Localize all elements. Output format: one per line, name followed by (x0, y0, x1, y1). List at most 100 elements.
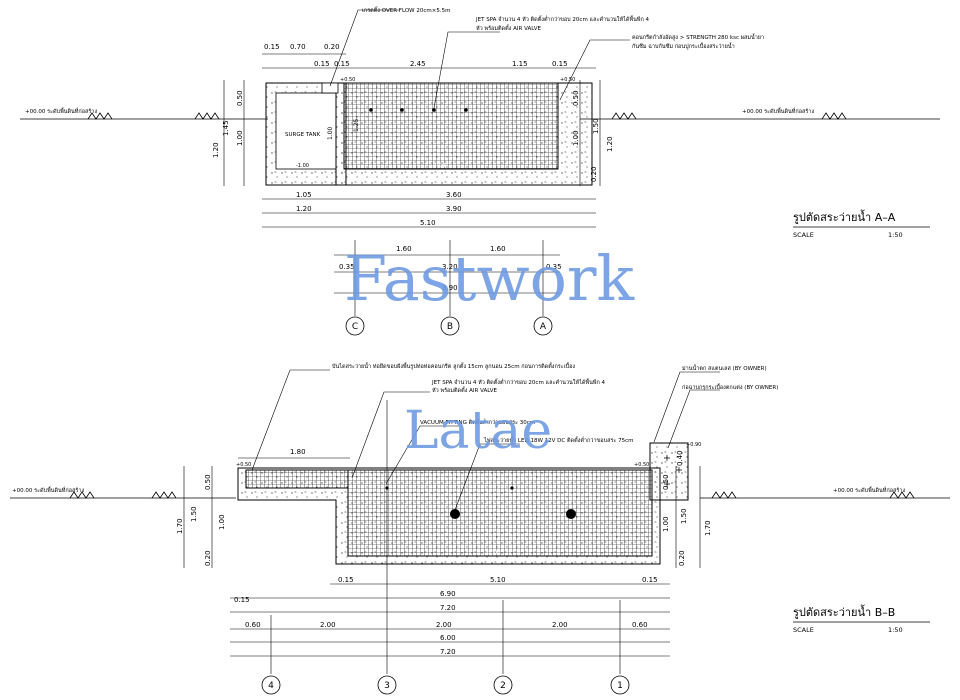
right-dim-chain-bb (675, 466, 701, 568)
dim-top-1: 0.70 (290, 43, 306, 51)
dim-bottom-bb-4: 0.15 (234, 596, 250, 604)
dim-right-0: 0.50 (572, 90, 580, 106)
grid-label-4: 4 (268, 681, 274, 691)
dim-top-2: 0.20 (324, 43, 340, 51)
surge-tank-chamber (275, 92, 337, 170)
dim-grid-4: 0.35 (546, 263, 562, 271)
underwater-lights (450, 509, 576, 519)
note-tile-wall: ก่อฉาบกรุกระเบื้องตกแต่ง (BY OWNER) (682, 383, 778, 391)
grid-label-c: C (352, 322, 358, 332)
dim-span-bb-0: 0.60 (245, 621, 261, 629)
dim-bottom-2: 1.20 (296, 205, 312, 213)
dim-bottom-3: 3.90 (446, 205, 462, 213)
dim-right-3: 1.20 (606, 136, 614, 152)
dim-inner-1: 1.00 (327, 126, 334, 140)
ground-label-right-aa: +00.00 ระดับพื้นดินที่ก่อสร้าง (742, 107, 814, 115)
section-bb: +00.00 ระดับพื้นดินที่ก่อสร้าง +00.00 ระ… (10, 362, 950, 695)
bottom-dim-chain-aa (262, 198, 596, 228)
note-light: ไฟสระว่ายน้ำ LED 18W 12V DC ติดตั้งต่ำกว… (483, 436, 633, 444)
pool-tiles-deep-bb (347, 469, 653, 557)
leaders-bb (251, 369, 720, 511)
dim-top-7: 0.15 (552, 60, 568, 68)
level-right-bb: +0.50 (634, 462, 649, 468)
pool-tiles-bench-bb (245, 469, 349, 489)
dim-span-bb-1: 2.00 (320, 621, 336, 629)
dim-bottom-bb-5: 7.20 (440, 604, 456, 612)
ground-label-left-bb: +00.00 ระดับพื้นดินที่ก่อสร้าง (12, 486, 84, 494)
dim-bottom-4: 5.10 (420, 219, 436, 227)
grid-lines-bb (270, 400, 621, 674)
feature-wall (649, 442, 689, 501)
grid-label-3: 3 (384, 681, 390, 691)
dim-span-bb-4: 0.60 (632, 621, 648, 629)
dim-left-3: 1.20 (212, 142, 220, 158)
dim-top-5: 2.45 (410, 60, 426, 68)
grid-label-a: A (540, 322, 547, 332)
dim-top-bb: 1.80 (290, 448, 306, 456)
dim-span-bb-5: 6.00 (440, 634, 456, 642)
note-fountain: ม่านน้ำตก สแตนเลส (BY OWNER) (682, 364, 767, 372)
dim-right-bb-1: 1.50 (680, 508, 688, 524)
surge-tank-label: SURGE TANK (285, 132, 321, 138)
scale-value-bb: 1:50 (888, 626, 903, 634)
bottom-dim-chain-bb (230, 583, 670, 657)
note-jet-spa-bb-2: หัว พร้อมติดตั้ง AIR VALVE (432, 386, 497, 394)
dim-left-bb-1: 1.50 (190, 506, 198, 522)
dim-grid-3: 3.20 (442, 263, 458, 271)
scale-label-aa: SCALE (793, 231, 814, 239)
dim-top-0: 0.15 (264, 43, 280, 51)
level-bottom-aa: -1.00 (432, 163, 445, 169)
left-dim-chain-bb (183, 466, 213, 568)
level-bottom-bb: -1.00 (484, 550, 497, 556)
dim-right-2: 1.00 (572, 130, 580, 146)
feature-wall-marks (664, 455, 682, 487)
level-top-right-aa: +0.50 (560, 77, 575, 83)
dim-right-1: 1.50 (592, 118, 600, 134)
dim-left-bb-0: 0.50 (204, 474, 212, 490)
dim-left-2: 1.00 (236, 130, 244, 146)
dim-right-bb-3: 1.70 (704, 520, 712, 536)
jet-spa-nozzles-aa (369, 108, 468, 112)
section-aa: +00.00 ระดับพื้นดินที่ก่อสร้าง +00.00 ระ… (20, 6, 940, 336)
grid-label-b: B (447, 322, 453, 332)
title-aa: รูปตัดสระว่ายน้ำ A–A (793, 209, 896, 224)
dim-grid-1: 1.60 (490, 245, 506, 253)
dim-bottom-0: 1.05 (296, 191, 312, 199)
ground-label-left-aa: +00.00 ระดับพื้นดินที่ก่อสร้าง (25, 107, 97, 115)
dim-span-bb-2: 2.00 (436, 621, 452, 629)
grid-label-2: 2 (500, 681, 506, 691)
scale-label-bb: SCALE (793, 626, 814, 634)
dim-top-3: 0.15 (314, 60, 330, 68)
note-bench: บันไดสระว่ายน้ำ ท่อยึดขอบฝังพื้นรูปท่อท่… (332, 362, 575, 370)
dim-bottom-bb-1: 5.10 (490, 576, 506, 584)
dim-right-bb-0: 0.50 (662, 474, 670, 490)
grid-bubbles-aa (345, 316, 553, 336)
dim-grid-0: 1.60 (396, 245, 412, 253)
left-dim-chain-aa (223, 80, 245, 186)
grid-bubbles-bb (261, 675, 630, 695)
dim-left-bb-3: 1.70 (176, 518, 184, 534)
ground-label-right-bb: +00.00 ระดับพื้นดินที่ก่อสร้าง (833, 486, 905, 494)
dim-bottom-1: 3.60 (446, 191, 462, 199)
scale-value-aa: 1:50 (888, 231, 903, 239)
dim-right-4: 0.20 (590, 166, 598, 182)
top-dim-labels-aa: 0.15 0.70 0.20 0.15 0.15 2.45 1.15 0.15 (264, 43, 568, 68)
pool-tiles-aa (343, 82, 559, 170)
top-dim-chain-aa (262, 53, 596, 69)
dim-span-bb-3: 2.00 (552, 621, 568, 629)
grid-dim-chain-aa (334, 240, 560, 316)
dim-bottom-bb-2: 0.15 (642, 576, 658, 584)
dim-left-0: 0.50 (236, 90, 244, 106)
grid-label-1: 1 (617, 681, 623, 691)
dim-grid-5: 3.90 (442, 284, 458, 292)
note-vacuum: VACUUM FITTING ติดตั้งต่ำกว่าขอบสระ 30cm (420, 418, 535, 426)
note-concrete-2: กันซึม ฉาบกันซึม ก่อนปูกระเบื้องสระว่ายน… (632, 42, 735, 50)
dim-inner-0: 1.25 (353, 118, 360, 132)
note-jet-spa-bb-1: JET SPA จำนวน 4 หัว ติดตั้งต่ำกว่าขอบ 20… (431, 378, 606, 386)
dim-wall-bb: 0.40 (676, 450, 684, 466)
note-overflow: เกรตติ้ง OVER FLOW 20cm×5.5m (362, 6, 450, 14)
ground-line-aa (20, 112, 940, 120)
level-tank-bottom: -1.00 (296, 163, 309, 169)
note-jet-spa-aa-2: หัว พร้อมติดตั้ง AIR VALVE (476, 24, 541, 32)
leaders-aa (329, 9, 630, 109)
